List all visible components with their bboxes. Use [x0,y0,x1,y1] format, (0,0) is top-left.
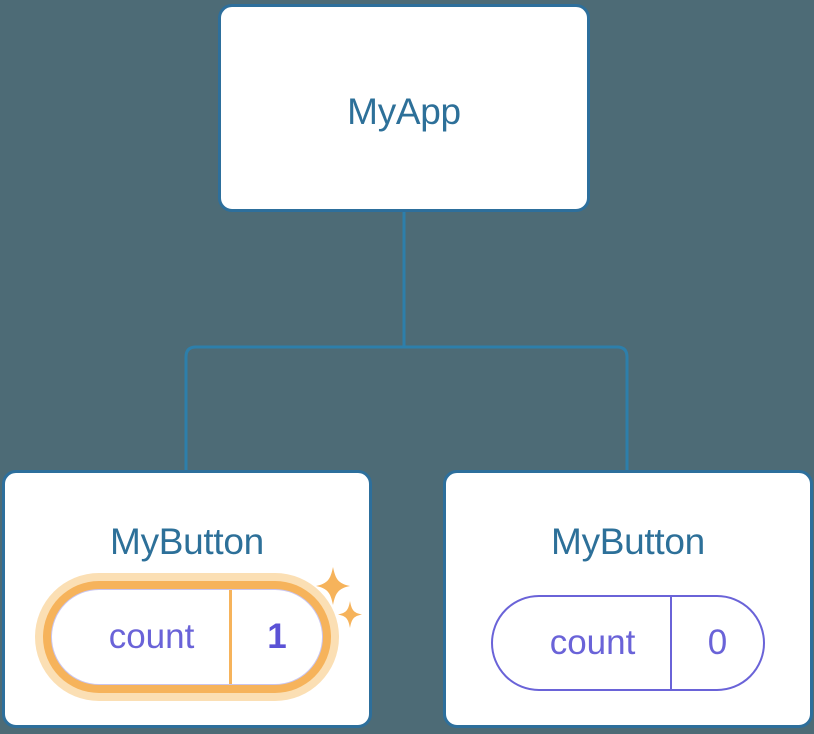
node-card-myapp[interactable]: MyApp [218,4,590,212]
node-card-mybutton-left[interactable]: MyButton count 1 [2,470,372,728]
state-pill-left[interactable]: count 1 [35,573,339,701]
state-pill-body-left[interactable]: count 1 [51,589,323,685]
state-pill-right[interactable]: count 0 [491,595,765,691]
state-key-left: count [108,617,195,656]
state-pill-glow-ring: count 1 [35,573,339,701]
state-value-left: 1 [229,590,322,684]
node-title-root: MyApp [347,91,461,132]
state-pill-highlight-ring: count 1 [43,581,331,693]
state-pill-body-right[interactable]: count 0 [491,595,765,691]
state-key-right: count [549,623,636,662]
sparkle-small-icon [338,601,362,628]
connector-branch-right [404,345,629,472]
node-card-mybutton-right[interactable]: MyButton count 0 [443,470,813,728]
state-value-right: 0 [670,597,763,689]
connector-branch-left [184,345,404,472]
node-title-child-right: MyButton [551,521,705,562]
node-title-child-left: MyButton [110,521,264,562]
